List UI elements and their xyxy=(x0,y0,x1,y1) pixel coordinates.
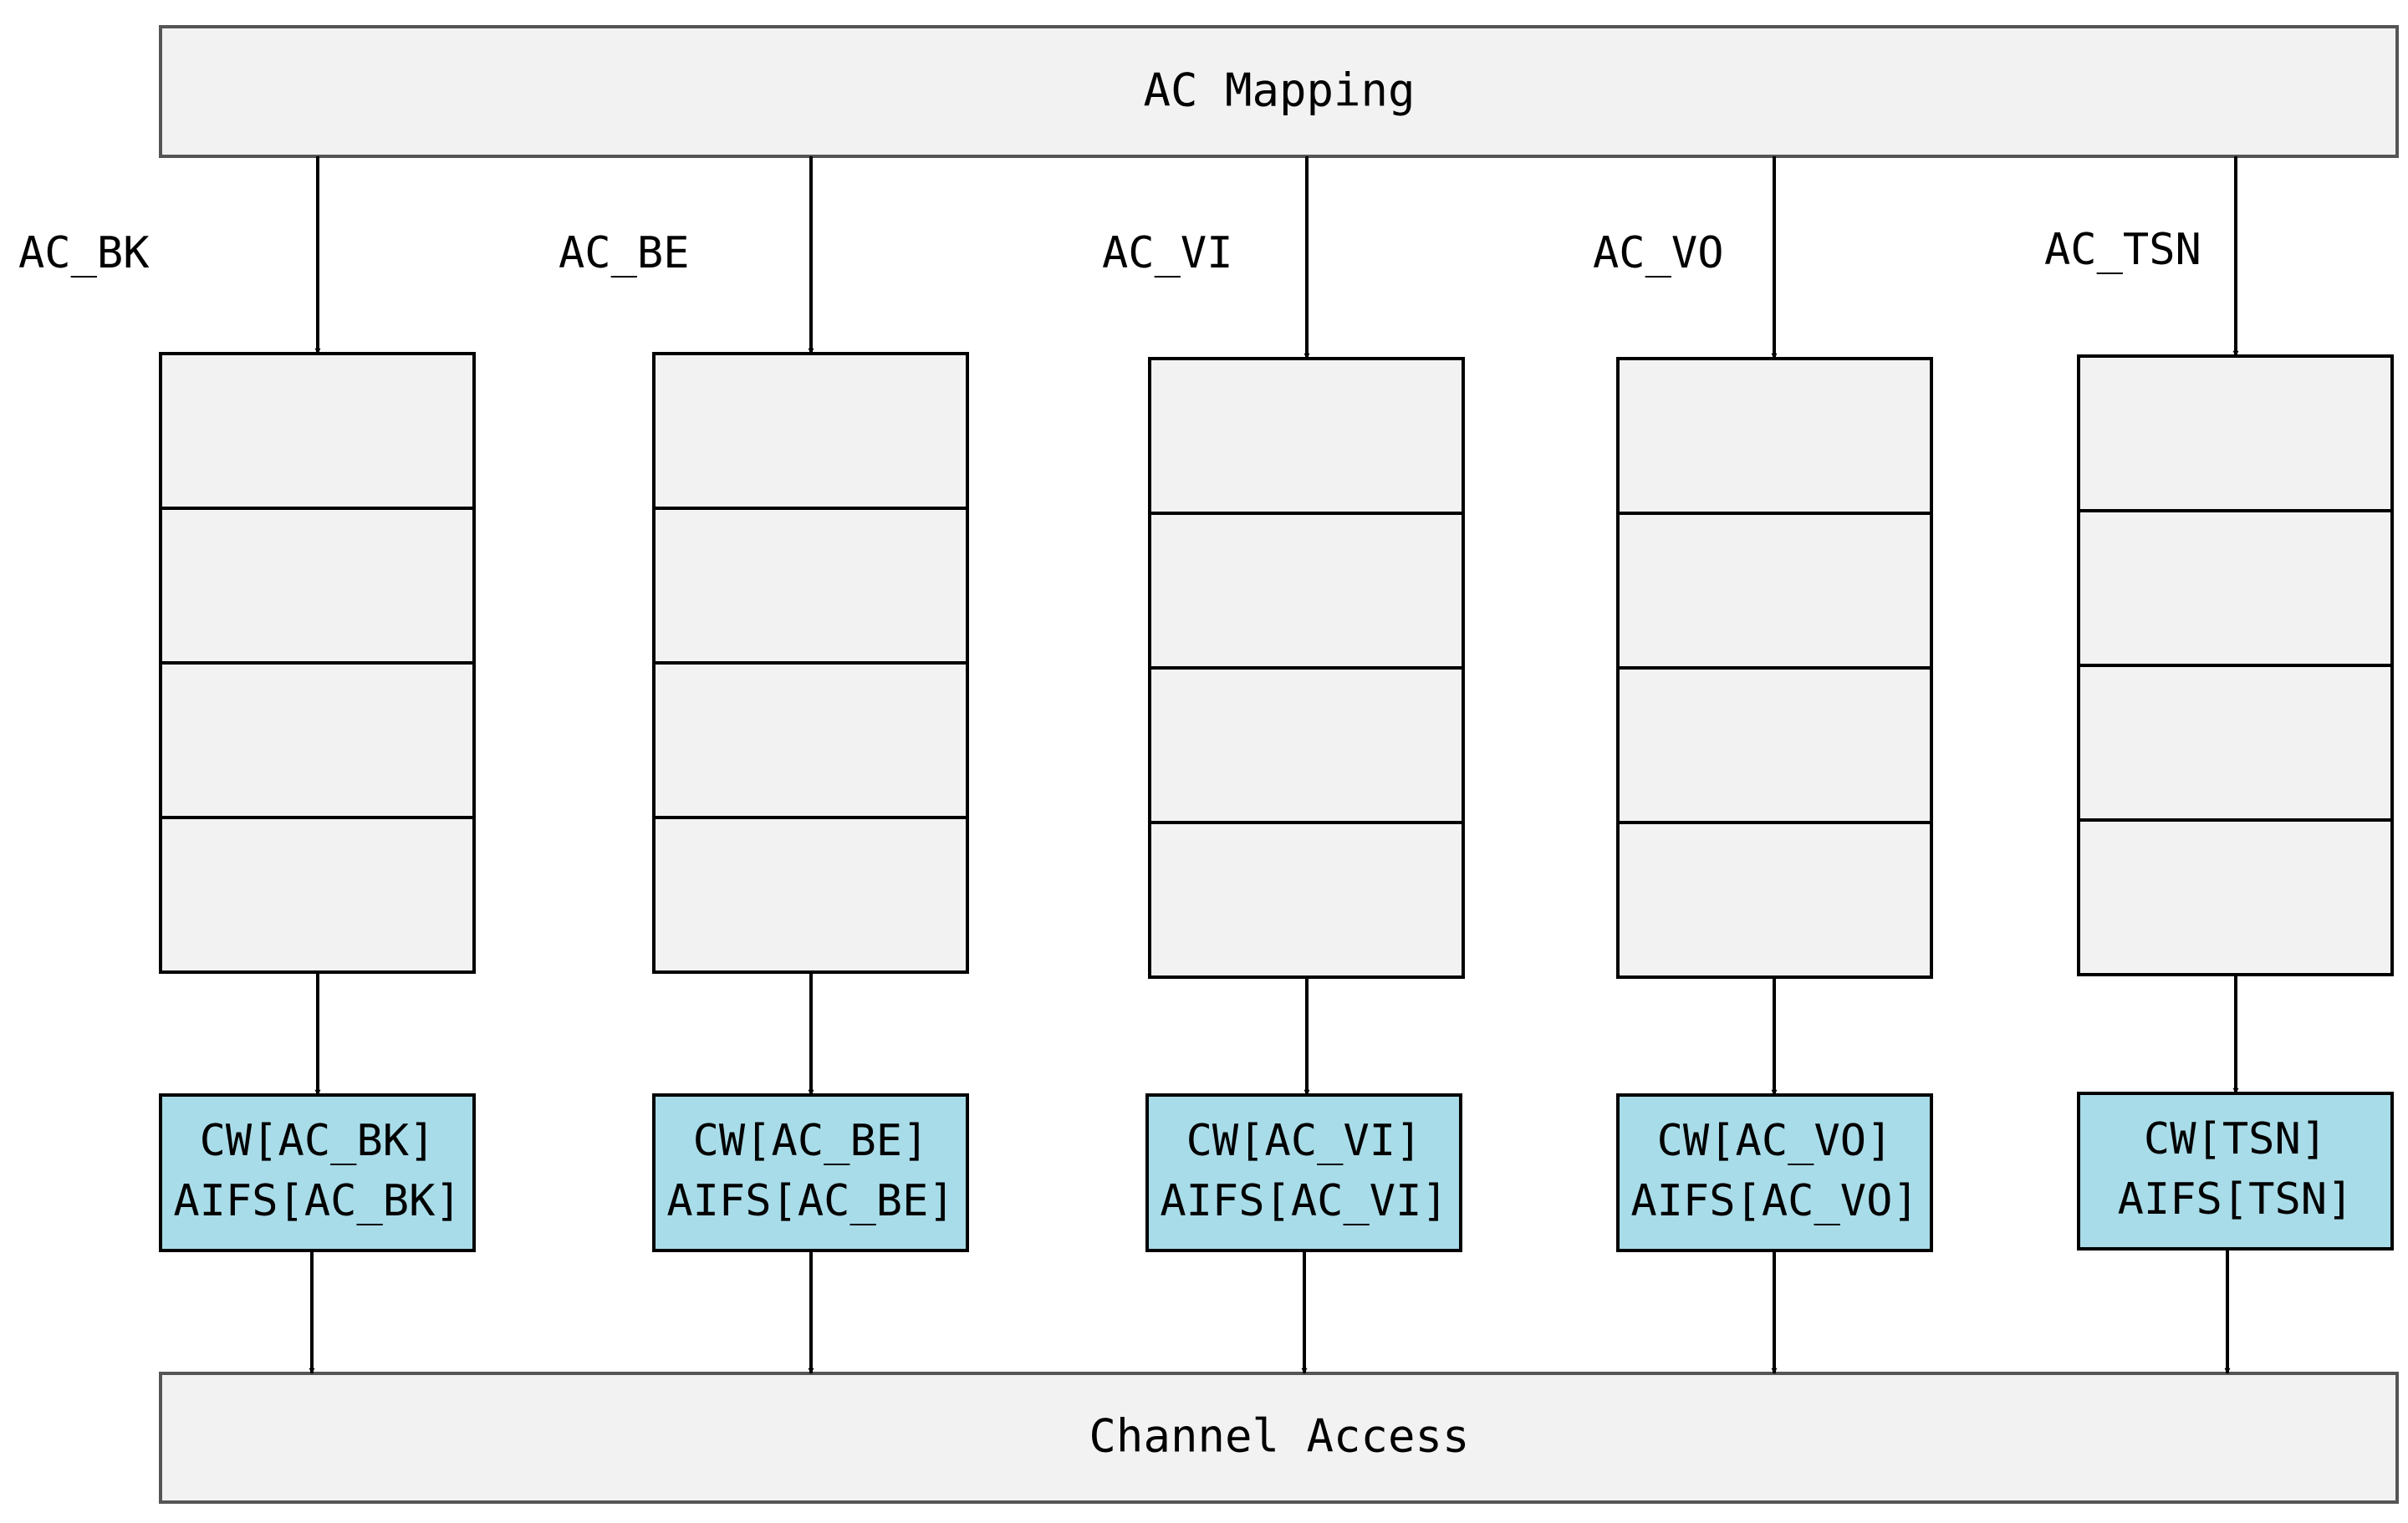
queue-category-label: AC_BE xyxy=(559,228,690,278)
ac-mapping-label: AC Mapping xyxy=(1143,64,1415,117)
contention-params-box: CW[AC_BK] AIFS[AC_BK] xyxy=(159,1093,476,1252)
aifs-param-label: AIFS[AC_VO] xyxy=(1630,1176,1918,1226)
queue-slot xyxy=(1148,357,1465,515)
queue-slot xyxy=(1148,821,1465,979)
queue-slot xyxy=(1148,666,1465,824)
channel-access-label: Channel Access xyxy=(1089,1410,1469,1463)
queue-slot xyxy=(1148,512,1465,670)
cw-param-label: CW[AC_VI] xyxy=(1186,1116,1422,1166)
queue-slot xyxy=(1616,357,1933,515)
queue-column: AC_VI CW[AC_VI] AIFS[AC_VI] xyxy=(1102,156,1465,1374)
queue-slot xyxy=(1616,512,1933,670)
aifs-param-label: AIFS[AC_BK] xyxy=(173,1176,461,1226)
queue-category-label: AC_BK xyxy=(18,228,150,278)
queue-slot xyxy=(1616,821,1933,979)
aifs-param-label: AIFS[TSN] xyxy=(2118,1174,2354,1225)
queue-slot xyxy=(652,352,969,510)
contention-params-box: CW[AC_VO] AIFS[AC_VO] xyxy=(1616,1093,1933,1252)
queue-column: AC_BE CW[AC_BE] AIFS[AC_BE] xyxy=(559,156,969,1374)
queue-slot xyxy=(2077,664,2394,822)
ac-mapping-block: AC Mapping xyxy=(159,25,2399,158)
queue-category-label: AC_VO xyxy=(1593,228,1724,278)
cw-param-label: CW[AC_BK] xyxy=(200,1116,436,1166)
contention-params-box: CW[AC_VI] AIFS[AC_VI] xyxy=(1145,1093,1462,1252)
cw-param-label: CW[TSN] xyxy=(2144,1114,2327,1164)
queue-slot xyxy=(2077,818,2394,976)
queue-slot xyxy=(159,507,476,665)
contention-params-box: CW[AC_BE] AIFS[AC_BE] xyxy=(652,1093,969,1252)
queue-slot xyxy=(1616,666,1933,824)
queue-column: AC_TSN CW[TSN] AIFS[TSN] xyxy=(2044,156,2394,1374)
channel-access-block: Channel Access xyxy=(159,1372,2399,1504)
queues-layer: AC_BKCW[AC_BK]AIFS[AC_BK]AC_BECW[AC_BE]A… xyxy=(18,156,2394,1374)
aifs-param-label: AIFS[AC_BE] xyxy=(666,1176,954,1226)
queue-column: AC_BK CW[AC_BK] AIFS[AC_BK] xyxy=(18,156,476,1374)
queue-slot xyxy=(2077,354,2394,512)
queue-column: AC_VO CW[AC_VO] AIFS[AC_VO] xyxy=(1593,156,1933,1374)
queue-slot xyxy=(159,352,476,510)
queue-slot xyxy=(652,816,969,974)
queue-slot xyxy=(159,816,476,974)
aifs-param-label: AIFS[AC_VI] xyxy=(1160,1176,1447,1226)
queue-slot xyxy=(652,661,969,819)
queue-category-label: AC_TSN xyxy=(2044,225,2201,275)
queue-category-label: AC_VI xyxy=(1102,228,1233,278)
cw-param-label: CW[AC_BE] xyxy=(693,1116,929,1166)
queue-slot xyxy=(2077,509,2394,667)
queue-slot xyxy=(159,661,476,819)
queue-slot xyxy=(652,507,969,665)
cw-param-label: CW[AC_VO] xyxy=(1657,1116,1893,1166)
contention-params-box: CW[TSN] AIFS[TSN] xyxy=(2077,1092,2394,1250)
